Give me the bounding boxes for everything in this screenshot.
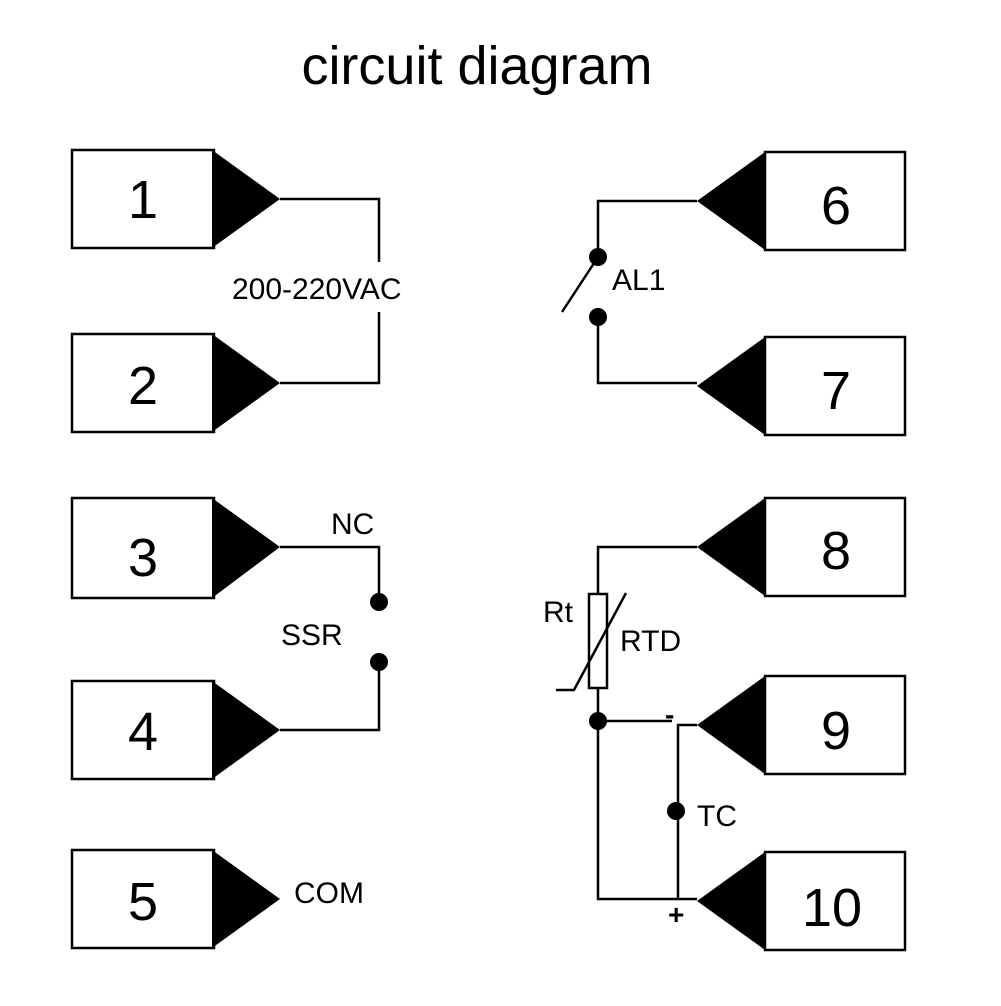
rtd-variable-arrow [556, 592, 628, 692]
terminal-8-arrow [697, 498, 765, 596]
ssr-wire-bottom [280, 662, 381, 732]
alarm-label: AL1 [612, 264, 665, 297]
terminal-10-number: 10 [802, 878, 862, 938]
com-label: COM [294, 877, 364, 910]
tc-wire [676, 723, 697, 899]
terminal-8: 8 [697, 496, 907, 598]
terminal-9: 9 [697, 674, 907, 776]
rtd-resistor [587, 592, 609, 690]
terminal-6-number: 6 [821, 176, 851, 236]
ssr-contact-top [370, 593, 388, 611]
terminal-5: 5 [70, 848, 280, 950]
ssr-wire-top [280, 545, 381, 602]
power-wire-bottom [280, 312, 381, 385]
terminal-7-arrow [697, 337, 765, 435]
terminal-2: 2 [70, 332, 280, 434]
page-title: circuit diagram [301, 36, 652, 96]
rt-label: Rt [543, 596, 574, 629]
terminal-1-box [70, 148, 216, 250]
terminal-4-arrow [212, 681, 280, 779]
terminal-3-box [70, 496, 216, 600]
terminal-2-number: 2 [128, 356, 158, 416]
rtd-wire-top [596, 545, 697, 594]
alarm-wire-top [596, 199, 697, 257]
terminal-10-box [763, 850, 907, 952]
ssr-label: SSR [281, 619, 343, 652]
rtd-label: RTD [620, 625, 681, 658]
alarm-switch-blade [560, 256, 600, 313]
terminal-1-arrow [212, 150, 280, 248]
tc-plus-label: + [668, 899, 684, 930]
terminal-8-number: 8 [821, 521, 851, 581]
terminal-2-arrow [212, 334, 280, 432]
terminal-1-number: 1 [128, 170, 158, 230]
terminal-5-arrow [212, 850, 280, 948]
terminal-4-number: 4 [128, 702, 158, 762]
terminal-3: 3 [70, 496, 280, 600]
terminal-5-number: 5 [128, 872, 158, 932]
rtd-wire-to-terminal-10 [596, 721, 697, 901]
terminal-10: 10 [697, 850, 907, 952]
terminal-6: 6 [697, 150, 907, 252]
terminal-9-number: 9 [821, 701, 851, 761]
power-label: 200-220VAC [232, 273, 402, 306]
power-wire-top [280, 197, 381, 262]
terminal-2-box [70, 332, 216, 434]
terminal-7-number: 7 [821, 361, 851, 421]
tc-label: TC [697, 800, 737, 833]
terminal-6-arrow [697, 152, 765, 250]
tc-minus-label: - [665, 699, 674, 730]
terminal-3-arrow [212, 498, 280, 598]
terminal-3-number: 3 [128, 528, 158, 588]
tc-junction [667, 802, 685, 820]
terminal-9-arrow [697, 676, 765, 774]
terminal-10-arrow [697, 852, 765, 950]
terminal-7: 7 [697, 335, 907, 437]
terminal-1: 1 [70, 148, 280, 250]
terminal-7-box [763, 335, 907, 437]
terminal-5-box [70, 848, 216, 950]
alarm-wire-bottom [596, 317, 697, 385]
nc-label: NC [331, 508, 374, 541]
terminal-4: 4 [70, 679, 280, 781]
